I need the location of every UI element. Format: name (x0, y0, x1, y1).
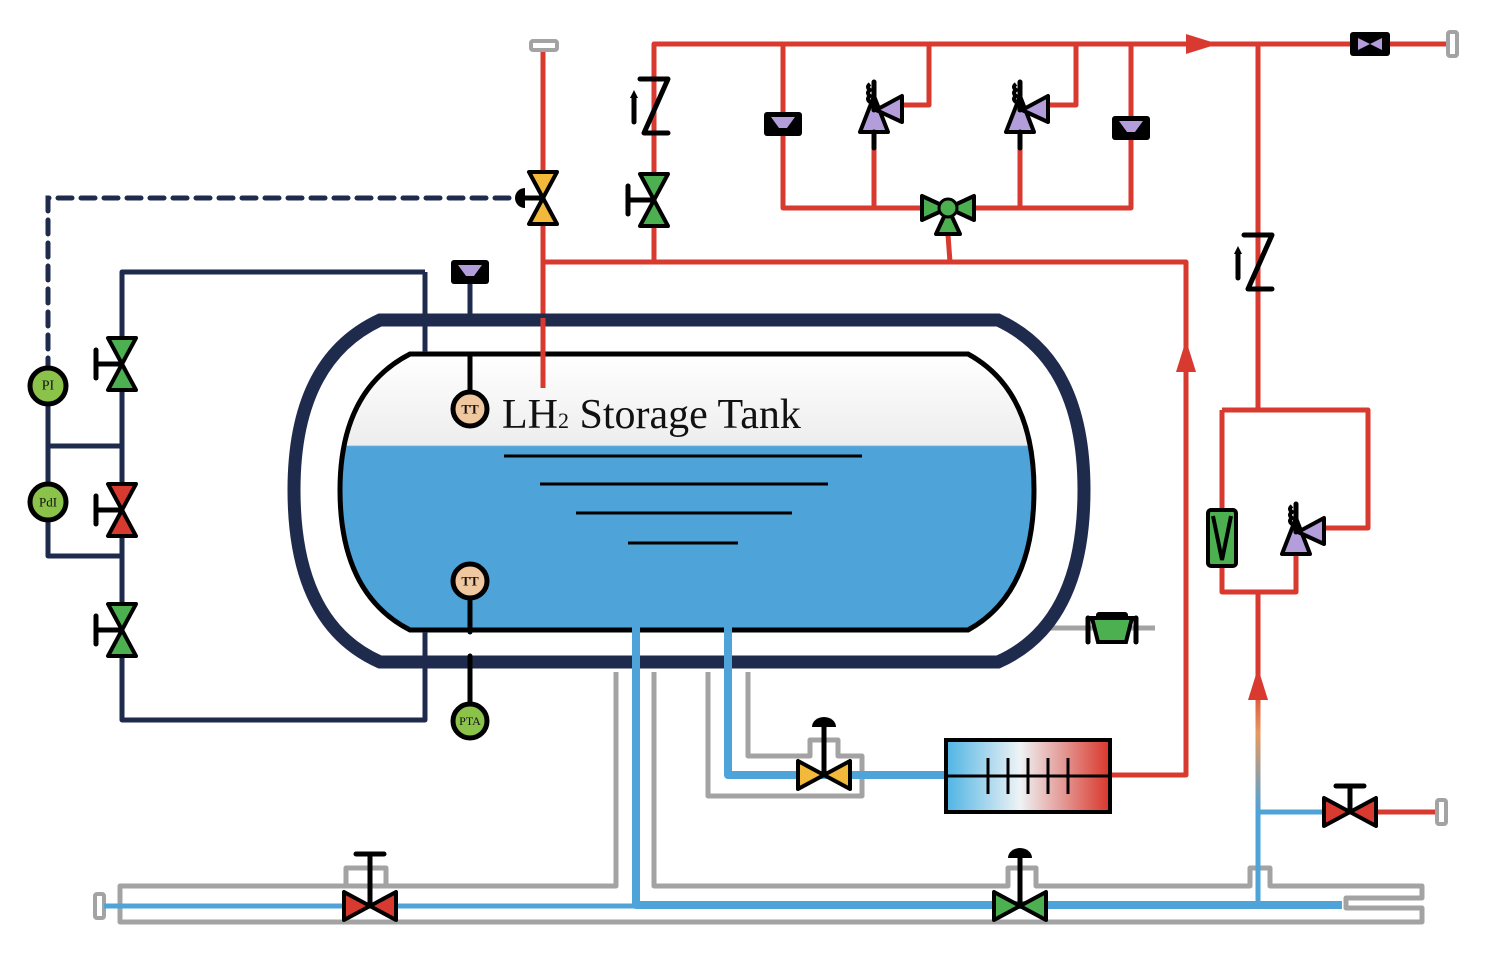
vent-isolation-valve[interactable] (625, 172, 670, 228)
flow-arrow-up-icon (1248, 668, 1268, 700)
relief-valve-1[interactable] (858, 79, 904, 151)
rupture-disc-left[interactable] (764, 112, 802, 136)
instrument-root-valve-top[interactable] (93, 336, 138, 392)
spring-icon (1012, 82, 1020, 104)
actuator-icon (1008, 848, 1032, 858)
instrument-pi[interactable]: PI (27, 365, 69, 407)
flow-arrow-right-icon (1186, 34, 1218, 54)
instrument-pdi[interactable]: PdI (27, 481, 69, 523)
tt-bottom-tag: TT (461, 574, 479, 589)
actuator-icon (515, 188, 525, 208)
vapor-return-line (543, 259, 1189, 778)
pta-tag: PTA (459, 714, 481, 728)
check-valve-vent[interactable] (630, 76, 671, 136)
instrument-root-valve-bottom[interactable] (93, 602, 138, 658)
liquid-withdrawal-valve[interactable] (992, 848, 1048, 922)
spring-icon (866, 82, 874, 104)
control-signal-line (45, 195, 521, 375)
pi-tag: PI (42, 379, 55, 394)
tank-outer-shell (287, 313, 1091, 669)
fill-valve-bonnet (343, 865, 389, 886)
fill-end-cap (93, 892, 106, 920)
relief-selector-valve[interactable] (920, 194, 976, 236)
spring-icon (1288, 504, 1296, 526)
lh2-storage-tank: LH2 Storage Tank (287, 313, 1091, 672)
vent-end-cap (529, 39, 559, 52)
feed-jacket (705, 672, 865, 799)
mixed-temp-line (1255, 680, 1330, 815)
instrument-loop (119, 269, 428, 723)
relief-1-outlet (900, 44, 932, 108)
relief-2-outlet (1047, 44, 1079, 108)
rupture-disc-right[interactable] (1112, 116, 1150, 140)
tt-top-tag: TT (461, 402, 479, 417)
check-valve-return[interactable] (1234, 232, 1275, 292)
bottom-jacket (117, 672, 1425, 925)
relief-manifold (780, 44, 1134, 211)
bottom-fill-valve[interactable] (342, 851, 398, 922)
relief-valve-2[interactable] (1004, 79, 1050, 151)
tank-label: LH2 Storage Tank (502, 392, 801, 438)
actuator-icon (812, 717, 836, 727)
selector-valve-stem-line (945, 234, 953, 263)
relief-valve-3[interactable] (1280, 501, 1326, 556)
tank-inner-vessel (337, 351, 1037, 633)
bypass-check-valve[interactable] (1206, 508, 1238, 568)
pdi-line (45, 400, 122, 559)
vaporizer-feed-line (724, 628, 946, 779)
vacuum-port[interactable] (1085, 612, 1139, 645)
vaporizer-feed-valve[interactable] (796, 717, 852, 791)
pressure-control-valve[interactable] (515, 170, 559, 226)
instrument-pta[interactable]: PTA (450, 653, 490, 741)
rupture-disc-tank[interactable] (451, 260, 489, 284)
instrument-tubing (45, 195, 521, 723)
liquid-piping (104, 628, 1342, 909)
flow-arrow-up-icon (1176, 340, 1196, 372)
relief-3-bypass (1222, 407, 1371, 531)
instrument-tt-bottom[interactable]: TT (450, 561, 490, 635)
instrument-equalizing-valve[interactable] (93, 482, 138, 538)
flow-orifice[interactable] (1350, 32, 1390, 56)
vaporizer[interactable] (944, 738, 1112, 814)
drain-valve[interactable] (1322, 783, 1378, 828)
outlet-end-cap (1446, 30, 1459, 58)
drain-end-cap (1435, 798, 1448, 826)
instrument-tt-top[interactable]: TT (450, 351, 490, 429)
pdi-tag: PdI (39, 495, 57, 510)
